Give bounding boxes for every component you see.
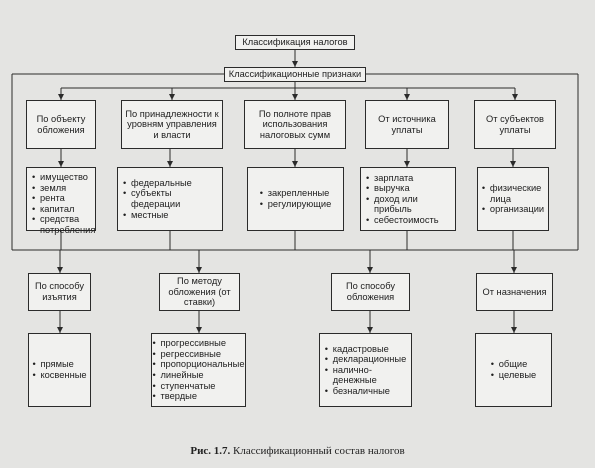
arrowhead — [167, 161, 173, 167]
list-item: рента — [32, 193, 90, 204]
list-item: доход или прибыль — [366, 194, 450, 215]
list-item: организации — [482, 204, 544, 215]
list-item: прогрессивные — [153, 338, 245, 349]
list-item: капитал — [32, 204, 90, 215]
arrowhead — [58, 94, 64, 100]
arrowhead — [404, 94, 410, 100]
list-item: общие — [491, 359, 536, 370]
row2-list-3: общие целевые — [475, 333, 552, 407]
row1-list-1: федеральные субъекты федерации местные — [117, 167, 223, 231]
subtitle-text: Классификационные признаки — [228, 69, 362, 80]
list-item: зарплата — [366, 173, 450, 184]
row2-header-0: По способу изъятия — [28, 273, 91, 311]
row1-header-2: По полноте прав использования налоговых … — [244, 100, 346, 149]
row2-list-2: кадастровые декларационные налично-денеж… — [319, 333, 412, 407]
figure-caption: Рис. 1.7. Классификационный состав налог… — [0, 445, 595, 457]
row1-header-3: От источника уплаты — [365, 100, 449, 149]
row2-list-0: прямые косвенные — [28, 333, 91, 407]
list-item: кадастровые — [325, 344, 407, 355]
list-item: безналичные — [325, 386, 407, 397]
list-item: косвенные — [32, 370, 86, 381]
row2-header-3: От назначения — [476, 273, 553, 311]
list-item: местные — [123, 210, 217, 221]
row1-header-1: По принадлежности к уровням управления и… — [121, 100, 223, 149]
arrowhead — [512, 94, 518, 100]
arrowhead — [57, 267, 63, 273]
list-item: декларационные — [325, 354, 407, 365]
arrowhead — [510, 161, 516, 167]
row1-header-4: От субъектов уплаты — [474, 100, 556, 149]
arrowhead — [292, 161, 298, 167]
title-text: Классификация налогов — [242, 37, 348, 48]
list-item: прямые — [32, 359, 86, 370]
list-item: закрепленные — [260, 188, 332, 199]
arrowhead — [511, 267, 517, 273]
subtitle-box: Классификационные признаки — [224, 67, 366, 82]
list-item: физические лица — [482, 183, 544, 204]
caption-text: Классификационный состав налогов — [233, 445, 405, 457]
list-item: линейные — [153, 370, 245, 381]
list-item: твердые — [153, 391, 245, 402]
row1-header-0: По объекту обложения — [26, 100, 96, 149]
list-item: целевые — [491, 370, 536, 381]
list-item: налично-денежные — [325, 365, 407, 386]
arrowhead — [367, 267, 373, 273]
arrowhead — [367, 327, 373, 333]
arrowhead — [169, 94, 175, 100]
arrowhead — [196, 267, 202, 273]
arrowhead — [404, 161, 410, 167]
arrowhead — [292, 94, 298, 100]
arrowhead — [57, 327, 63, 333]
arrowhead — [511, 327, 517, 333]
list-item: федеральные — [123, 178, 217, 189]
arrowhead — [58, 161, 64, 167]
row2-header-2: По способу обложения — [331, 273, 410, 311]
list-item: имущество — [32, 172, 90, 183]
arrowhead — [292, 61, 298, 67]
list-item: земля — [32, 183, 90, 194]
row1-list-3: зарплата выручка доход или прибыль себес… — [360, 167, 456, 231]
arrowhead — [196, 327, 202, 333]
caption-prefix: Рис. 1.7. — [190, 445, 231, 457]
row2-list-1: прогрессивные регрессивные пропорциональ… — [151, 333, 246, 407]
list-item: ступенчатые — [153, 381, 245, 392]
list-item: себестоимость — [366, 215, 450, 226]
row1-list-2: закрепленные регулирующие — [247, 167, 344, 231]
row1-list-4: физические лица организации — [477, 167, 549, 231]
list-item: пропорциональные — [153, 359, 245, 370]
list-item: выручка — [366, 183, 450, 194]
list-item: средства потребления — [32, 214, 95, 235]
list-item: субъекты федерации — [123, 188, 217, 209]
list-item: регулирующие — [260, 199, 332, 210]
list-item: регрессивные — [153, 349, 245, 360]
title-box: Классификация налогов — [235, 35, 355, 50]
row2-header-1: По методу обложения (от ставки) — [159, 273, 240, 311]
row1-list-0: имущество земля рента капитал средства п… — [26, 167, 96, 235]
